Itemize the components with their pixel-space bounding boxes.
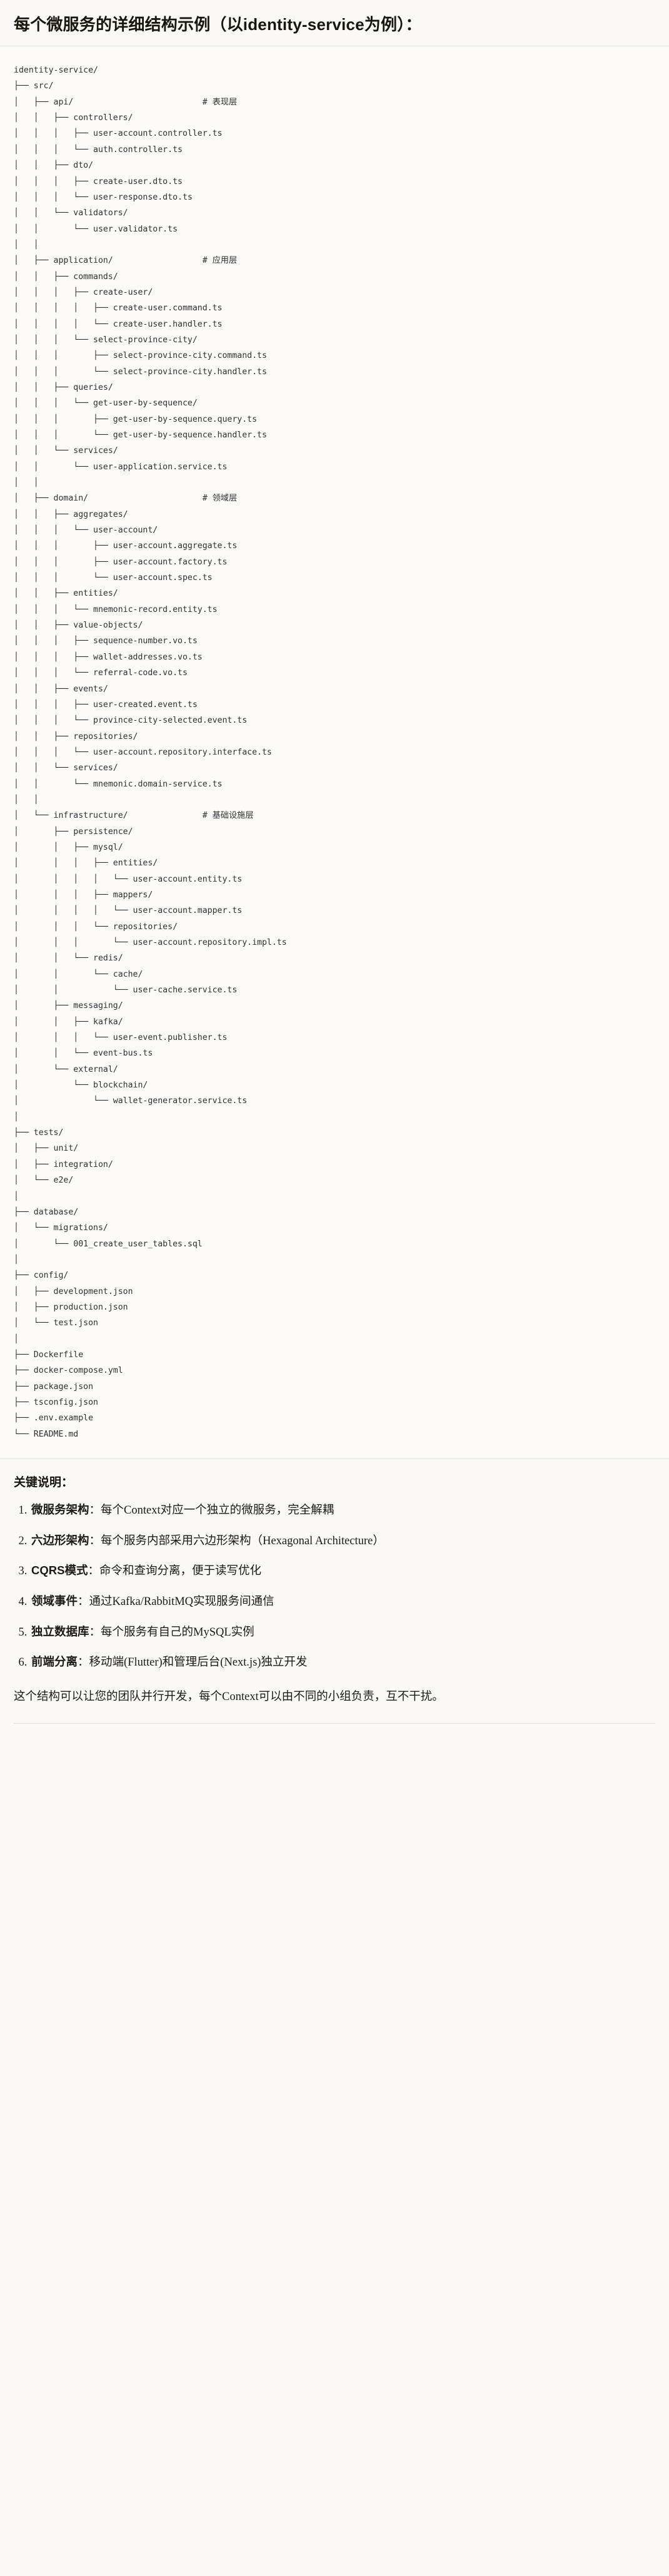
list-item: 领域事件：通过Kafka/RabbitMQ实现服务间通信 — [30, 1592, 655, 1611]
list-item: 前端分离：移动端(Flutter)和管理后台(Next.js)独立开发 — [30, 1653, 655, 1672]
note-term: 六边形架构 — [31, 1533, 89, 1547]
key-notes-list: 微服务架构：每个Context对应一个独立的微服务，完全解耦 六边形架构：每个服… — [14, 1501, 655, 1672]
directory-tree-block: identity-service/ ├── src/ │ ├── api/ # … — [0, 46, 669, 1459]
note-desc: 每个服务有自己的MySQL实例 — [101, 1626, 254, 1639]
footer-divider — [14, 1723, 655, 1724]
list-item: 微服务架构：每个Context对应一个独立的微服务，完全解耦 — [30, 1501, 655, 1520]
key-notes-section: 关键说明： 微服务架构：每个Context对应一个独立的微服务，完全解耦 六边形… — [0, 1459, 669, 1730]
note-separator: ： — [89, 1626, 101, 1639]
list-item: 六边形架构：每个服务内部采用六边形架构（Hexagonal Architectu… — [30, 1532, 655, 1550]
note-desc: 每个服务内部采用六边形架构（Hexagonal Architecture） — [101, 1534, 385, 1547]
note-desc: 每个Context对应一个独立的微服务，完全解耦 — [101, 1504, 334, 1517]
list-item: CQRS模式：命令和查询分离，便于读写优化 — [30, 1562, 655, 1581]
note-term: CQRS模式 — [31, 1564, 88, 1577]
note-separator: ： — [89, 1504, 101, 1517]
page-title: 每个微服务的详细结构示例（以identity-service为例）： — [14, 14, 655, 36]
note-term: 独立数据库 — [31, 1624, 89, 1638]
note-separator: ： — [88, 1565, 99, 1578]
note-separator: ： — [89, 1534, 101, 1547]
note-term: 前端分离 — [31, 1655, 78, 1669]
note-term: 领域事件 — [31, 1594, 78, 1608]
note-desc: 移动端(Flutter)和管理后台(Next.js)独立开发 — [89, 1656, 308, 1669]
list-item: 独立数据库：每个服务有自己的MySQL实例 — [30, 1623, 655, 1642]
key-notes-title: 关键说明： — [14, 1476, 74, 1489]
note-desc: 通过Kafka/RabbitMQ实现服务间通信 — [89, 1596, 274, 1609]
note-desc: 命令和查询分离，便于读写优化 — [99, 1565, 261, 1578]
closing-paragraph: 这个结构可以让您的团队并行开发，每个Context可以由不同的小组负责，互不干扰… — [14, 1691, 444, 1704]
note-separator: ： — [78, 1596, 89, 1609]
note-separator: ： — [78, 1656, 89, 1669]
directory-tree: identity-service/ ├── src/ │ ├── api/ # … — [14, 66, 287, 1439]
page-title-text: 每个微服务的详细结构示例（以identity-service为例）： — [14, 15, 422, 34]
document-header: 每个微服务的详细结构示例（以identity-service为例）： — [0, 0, 669, 47]
note-term: 微服务架构 — [31, 1503, 89, 1516]
